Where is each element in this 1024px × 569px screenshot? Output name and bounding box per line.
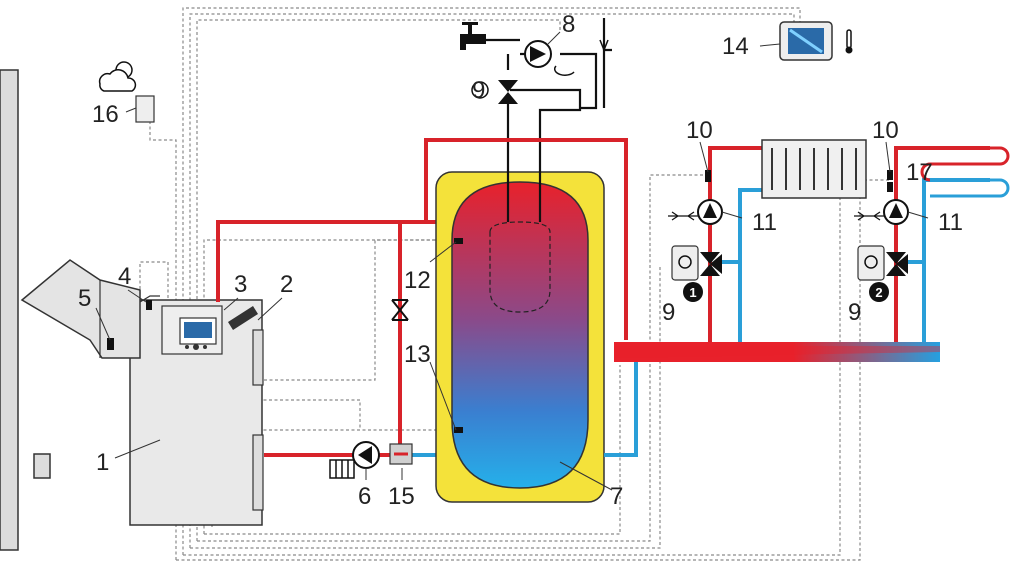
tap-icon xyxy=(460,22,486,50)
dhw-circulation-pump xyxy=(524,40,575,76)
badge-circuit-2: 2 xyxy=(869,282,889,302)
floor-heating-icon xyxy=(920,146,1010,198)
label-buffer-sensor-bottom: 13 xyxy=(404,341,431,368)
label-door: 2 xyxy=(280,271,293,298)
label-buffer-tank: 7 xyxy=(610,483,623,510)
buffer-tank xyxy=(435,171,605,503)
label-hopper-sensor: 5 xyxy=(78,285,91,312)
pump-circuit-2 xyxy=(883,199,909,225)
label-supply-sensor-right: 10 xyxy=(872,117,899,144)
label-dhw-pump: 8 xyxy=(562,11,575,38)
wall xyxy=(0,69,51,551)
outdoor-sensor xyxy=(135,95,155,123)
badge-2-text: 2 xyxy=(875,285,882,300)
radiator-icon xyxy=(329,459,355,479)
pump-circuit-1 xyxy=(697,199,723,225)
bypass-valve xyxy=(391,299,409,321)
radiator xyxy=(761,139,867,199)
label-valve-left: 9 xyxy=(662,299,675,326)
feeder-sensor xyxy=(146,300,152,310)
room-control-panel xyxy=(779,21,833,61)
label-return-valve: 15 xyxy=(388,483,415,510)
supply-sensor-2 xyxy=(887,170,893,180)
thermometer-icon xyxy=(845,29,853,54)
fuel-feeder xyxy=(20,259,152,359)
distribution-manifold xyxy=(614,342,940,362)
label-outdoor-sensor: 16 xyxy=(92,101,119,128)
buffer-sensor-top xyxy=(454,238,463,244)
boiler xyxy=(129,295,264,526)
label-room-panel: 14 xyxy=(722,33,749,60)
label-dhw-valve: 9 xyxy=(472,77,485,104)
label-boiler: 1 xyxy=(96,449,109,476)
return-valve xyxy=(389,443,413,465)
boiler-pump xyxy=(352,441,380,469)
weather-icon xyxy=(98,61,137,92)
label-pump-right: 11 xyxy=(938,209,963,236)
label-supply-sensor-left: 10 xyxy=(686,117,713,144)
valve-circuit-2 xyxy=(857,245,908,281)
label-return-sensor: 17 xyxy=(906,159,933,186)
badge-1-text: 1 xyxy=(689,285,696,300)
hopper-sensor xyxy=(107,338,114,350)
return-sensor xyxy=(887,182,893,192)
supply-sensor-1 xyxy=(705,170,711,182)
leader-lines xyxy=(95,31,929,491)
label-buffer-sensor-top: 12 xyxy=(404,267,431,294)
label-valve-right: 9 xyxy=(848,299,861,326)
label-flue-sensor: 3 xyxy=(234,271,247,298)
label-boiler-pump: 6 xyxy=(358,483,371,510)
buffer-sensor-bottom xyxy=(454,427,463,433)
valve-circuit-1 xyxy=(671,245,722,281)
dhw-mixing-valve xyxy=(471,80,518,104)
label-feeder-sensor: 4 xyxy=(118,263,131,290)
label-pump-left: 11 xyxy=(752,209,777,236)
badge-circuit-1: 1 xyxy=(683,282,703,302)
